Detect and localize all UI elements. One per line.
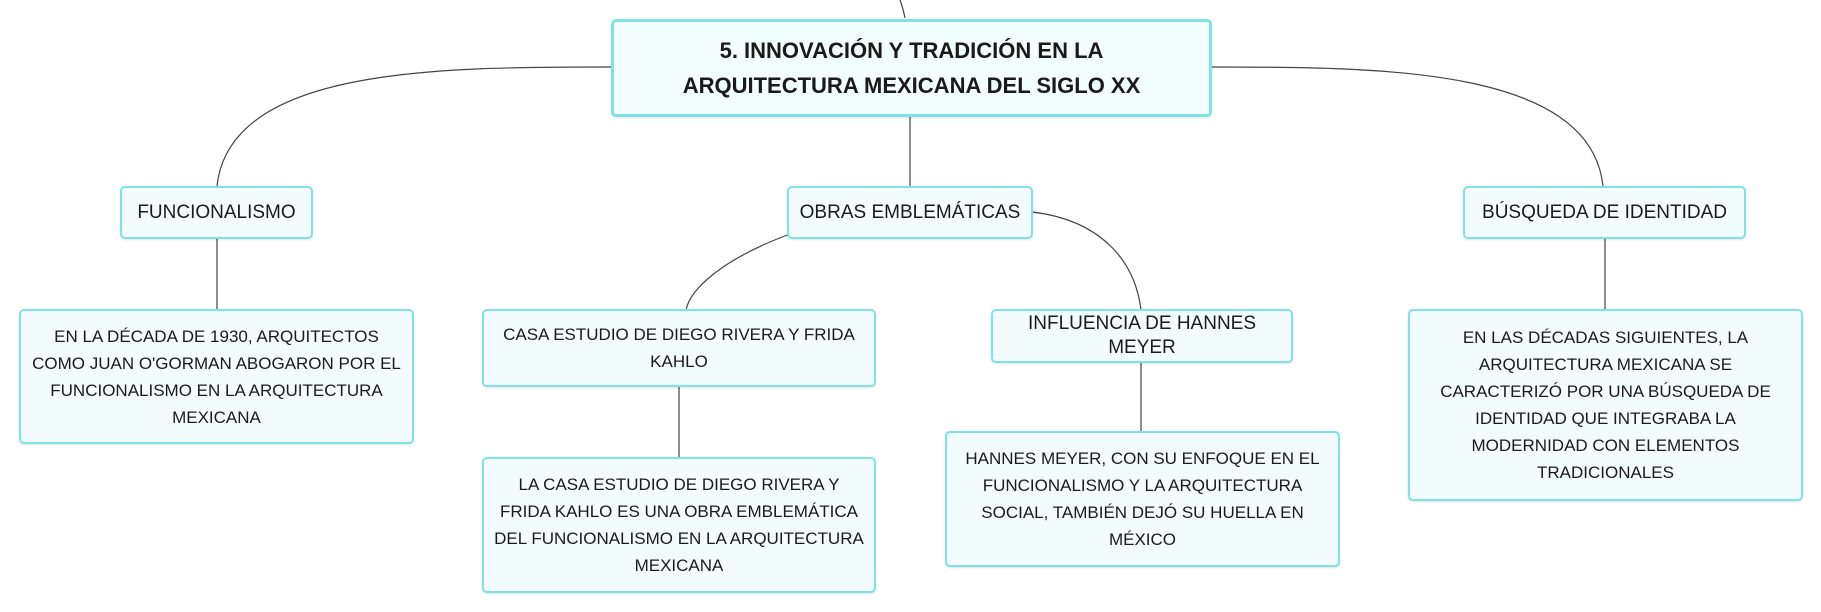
detail-node-busqueda-de-identidad[interactable]: EN LAS DÉCADAS SIGUIENTES, LA ARQUITECTU… bbox=[1408, 309, 1803, 501]
connector-root-to-funcionalismo bbox=[216, 66, 612, 187]
topic-node-label: BÚSQUEDA DE IDENTIDAD bbox=[1482, 201, 1727, 223]
root-node[interactable]: 5. INNOVACIÓN Y TRADICIÓN EN LA ARQUITEC… bbox=[611, 19, 1212, 117]
topic-node-obras-emblematicas[interactable]: OBRAS EMBLEMÁTICAS bbox=[787, 186, 1033, 239]
detail-node-casa-estudio[interactable]: LA CASA ESTUDIO DE DIEGO RIVERA Y FRIDA … bbox=[482, 457, 876, 593]
connector-obras-to-casa-estudio bbox=[685, 233, 791, 311]
subtopic-node-hannes-meyer[interactable]: INFLUENCIA DE HANNES MEYER bbox=[991, 309, 1293, 363]
root-node-label: 5. INNOVACIÓN Y TRADICIÓN EN LA ARQUITEC… bbox=[682, 38, 1141, 98]
topic-node-label: OBRAS EMBLEMÁTICAS bbox=[799, 201, 1021, 223]
detail-node-label: LA CASA ESTUDIO DE DIEGO RIVERA Y FRIDA … bbox=[494, 475, 864, 575]
topic-node-label: FUNCIONALISMO bbox=[137, 201, 296, 223]
topic-node-funcionalismo[interactable]: FUNCIONALISMO bbox=[120, 186, 313, 239]
detail-node-hannes-meyer[interactable]: HANNES MEYER, CON SU ENFOQUE EN EL FUNCI… bbox=[945, 431, 1340, 567]
subtopic-node-label: CASA ESTUDIO DE DIEGO RIVERA Y FRIDA KAH… bbox=[503, 325, 855, 371]
detail-node-label: HANNES MEYER, CON SU ENFOQUE EN EL FUNCI… bbox=[965, 449, 1320, 549]
connector-parent-to-root bbox=[899, 0, 906, 19]
detail-node-funcionalismo[interactable]: EN LA DÉCADA DE 1930, ARQUITECTOS COMO J… bbox=[19, 309, 414, 444]
topic-node-busqueda-de-identidad[interactable]: BÚSQUEDA DE IDENTIDAD bbox=[1463, 186, 1746, 239]
connector-obras-to-hannes-meyer bbox=[1031, 211, 1142, 311]
detail-node-label: EN LA DÉCADA DE 1930, ARQUITECTOS COMO J… bbox=[32, 326, 401, 427]
subtopic-node-casa-estudio[interactable]: CASA ESTUDIO DE DIEGO RIVERA Y FRIDA KAH… bbox=[482, 309, 876, 387]
connector-root-to-identidad bbox=[1210, 66, 1604, 187]
detail-node-label: EN LAS DÉCADAS SIGUIENTES, LA ARQUITECTU… bbox=[1440, 328, 1771, 482]
subtopic-node-label: INFLUENCIA DE HANNES MEYER bbox=[1027, 313, 1257, 358]
